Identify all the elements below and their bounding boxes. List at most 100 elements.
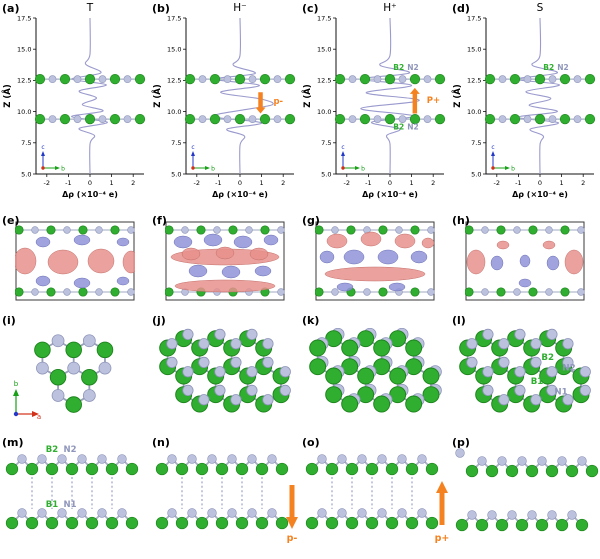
svg-text:-2: -2 xyxy=(344,179,350,187)
panel-letter: (o) xyxy=(302,436,320,449)
iso-blue-blob xyxy=(254,265,272,277)
isosurface-blobs xyxy=(319,231,435,292)
y-axis-label: Z (Å) xyxy=(452,84,463,108)
orientation-axes: cb xyxy=(341,144,365,173)
svg-text:7.5: 7.5 xyxy=(321,139,331,147)
svg-text:10.0: 10.0 xyxy=(17,108,31,116)
panel-letter: (b) xyxy=(152,2,170,15)
iso-blue-blob xyxy=(336,282,354,292)
atom-chain-bottom xyxy=(465,287,585,297)
isosurface-blobs xyxy=(15,234,135,289)
atom-chain-top xyxy=(465,225,585,235)
delta-rho-curve xyxy=(212,17,274,175)
panel-m: (m) B2 N2 B1 N1 xyxy=(0,434,150,559)
atom-chain-bottom xyxy=(15,287,135,297)
atom-layer xyxy=(34,74,146,85)
iso-blue-blob xyxy=(490,255,504,271)
chart-title: S xyxy=(537,2,544,14)
isosurface-panel-f xyxy=(165,221,285,301)
iso-blue-blob xyxy=(518,278,532,288)
svg-text:5.0: 5.0 xyxy=(321,170,331,178)
label-B2: B2 xyxy=(46,445,58,455)
iso-blue-blob xyxy=(546,255,560,271)
svg-text:17.5: 17.5 xyxy=(467,14,481,22)
iso-red-blob xyxy=(421,237,435,249)
svg-text:0: 0 xyxy=(88,179,92,187)
x-axis-label: Δρ (×10⁻⁴ e) xyxy=(62,190,118,199)
panel-letter: (j) xyxy=(152,314,166,327)
label-B1: B1 xyxy=(531,377,544,387)
lone-nitrogen-atom xyxy=(455,447,465,458)
arrow-label: p- xyxy=(273,97,283,107)
p-plus-arrow xyxy=(436,480,448,525)
svg-text:10.0: 10.0 xyxy=(317,108,331,116)
axis-b-label: b xyxy=(14,380,19,388)
panel-letter: (p) xyxy=(452,436,470,449)
topview-H-plus xyxy=(309,328,442,413)
svg-text:10.0: 10.0 xyxy=(167,108,181,116)
top-layer-shifted xyxy=(465,455,599,478)
isosurface-panel-h xyxy=(465,221,585,301)
svg-text:7.5: 7.5 xyxy=(471,139,481,147)
panel-letter: (n) xyxy=(152,436,170,449)
svg-text:15.0: 15.0 xyxy=(467,46,481,54)
panel-e: (e) xyxy=(0,212,150,310)
svg-text:-2: -2 xyxy=(44,179,50,187)
panel-p: (p) xyxy=(450,434,600,559)
svg-text:15.0: 15.0 xyxy=(17,46,31,54)
panel-g: (g) xyxy=(300,212,450,310)
svg-text:12.5: 12.5 xyxy=(17,77,31,85)
svg-text:1: 1 xyxy=(560,179,564,187)
svg-text:1: 1 xyxy=(260,179,264,187)
panel-letter: (k) xyxy=(302,314,320,327)
p-minus-arrow xyxy=(286,484,298,529)
delta-rho-curve xyxy=(360,17,420,175)
isosurface-blobs xyxy=(170,233,280,293)
atom-layer xyxy=(484,74,596,85)
top-layer xyxy=(5,453,139,476)
iso-red-blob xyxy=(324,266,426,282)
svg-text:10.0: 10.0 xyxy=(467,108,481,116)
iso-blue-blob xyxy=(410,250,428,264)
delta-rho-curve xyxy=(71,17,108,175)
label-B2: B2 xyxy=(541,353,554,363)
orientation-axes-row3: b a xyxy=(13,380,41,421)
panel-border xyxy=(165,221,285,301)
p-minus-label: p- xyxy=(287,533,298,544)
axis-c-label: c xyxy=(191,144,194,151)
stacked-atom-sites xyxy=(159,328,291,413)
iso-red-blob xyxy=(564,249,584,275)
svg-text:7.5: 7.5 xyxy=(171,139,181,147)
iso-blue-blob xyxy=(319,250,335,264)
panel-letter: (f) xyxy=(152,214,167,227)
axis-a-label: a xyxy=(37,413,41,421)
iso-red-blob xyxy=(174,279,276,293)
label-N2: N2 xyxy=(562,364,575,374)
polarization-arrow: P+ xyxy=(409,87,440,114)
panel-i: (i) xyxy=(0,312,150,432)
iso-blue-blob xyxy=(519,254,531,268)
svg-text:-1: -1 xyxy=(215,179,221,187)
atom-label: N2 xyxy=(407,123,419,132)
iso-blue-blob xyxy=(263,234,279,246)
chart-title: H⁺ xyxy=(383,2,396,14)
iso-red-blob xyxy=(326,233,348,249)
atom-label: B2 xyxy=(393,63,404,72)
atom-layer xyxy=(334,74,446,85)
axis-b-label: b xyxy=(361,166,365,173)
svg-text:17.5: 17.5 xyxy=(317,14,331,22)
panel-letter: (i) xyxy=(2,314,16,327)
iso-blue-blob xyxy=(116,276,130,286)
iso-red-blob xyxy=(394,233,416,249)
iso-blue-blob xyxy=(73,277,91,289)
iso-red-blob xyxy=(466,249,486,275)
panel-border xyxy=(315,221,435,301)
atom-chain-top xyxy=(165,225,285,235)
iso-blue-blob xyxy=(188,264,208,278)
panel-o: (o) p+ xyxy=(300,434,450,559)
